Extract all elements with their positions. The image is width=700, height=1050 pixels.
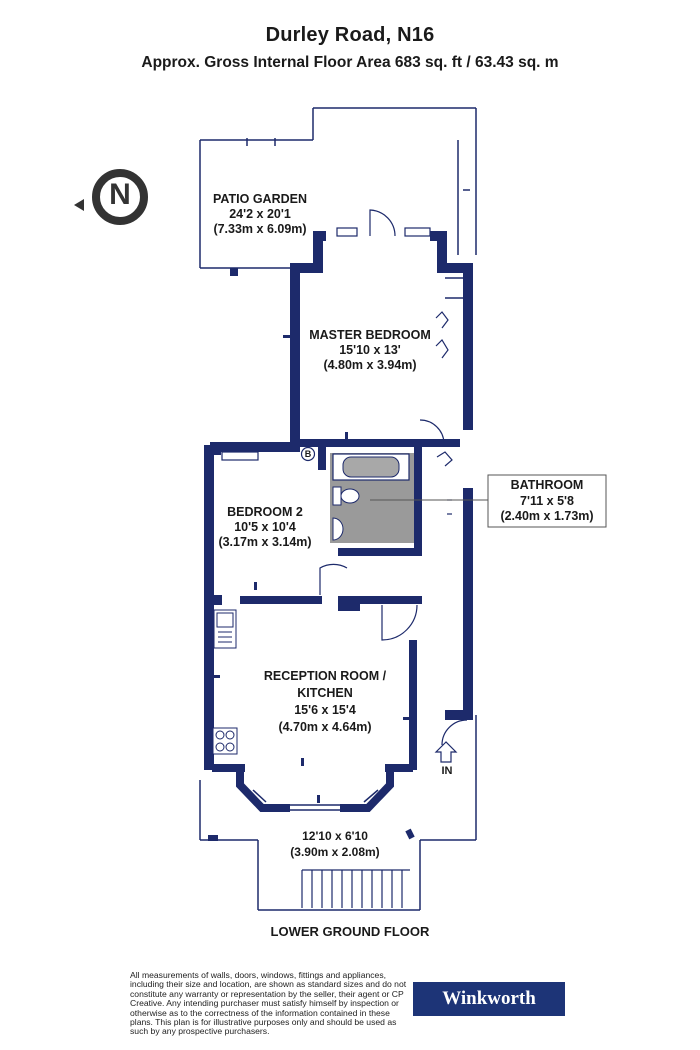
reception-name-2: KITCHEN bbox=[297, 686, 353, 700]
compass-north-label: N bbox=[109, 178, 131, 211]
compass-icon bbox=[74, 169, 148, 225]
bedroom2-name: BEDROOM 2 bbox=[227, 505, 303, 519]
entrance-arrow-icon bbox=[434, 741, 458, 763]
entrance-label: IN bbox=[441, 765, 453, 777]
reception-name-1: RECEPTION ROOM / bbox=[263, 669, 387, 683]
bathroom-name: BATHROOM bbox=[510, 478, 584, 492]
patio-imperial: 24'2 x 20'1 bbox=[229, 207, 291, 221]
patio-name: PATIO GARDEN bbox=[213, 192, 307, 206]
bath-icon bbox=[332, 453, 410, 481]
bedroom2-metric: (3.17m x 3.14m) bbox=[218, 535, 312, 549]
stairs bbox=[301, 869, 410, 908]
room-label-bathroom: BATHROOM 7'11 x 5'8 (2.40m x 1.73m) bbox=[488, 478, 606, 525]
doors bbox=[319, 209, 468, 746]
boiler-label: B bbox=[304, 449, 312, 459]
front-metric: (3.90m x 2.08m) bbox=[290, 845, 380, 859]
toilet-icon bbox=[332, 486, 360, 506]
sink-icon bbox=[213, 609, 237, 649]
master-name: MASTER BEDROOM bbox=[309, 328, 431, 342]
windows bbox=[221, 227, 431, 461]
room-label-patio: PATIO GARDEN 24'2 x 20'1 (7.33m x 6.09m) bbox=[190, 192, 330, 237]
room-label-bedroom2: BEDROOM 2 10'5 x 10'4 (3.17m x 3.14m) bbox=[205, 505, 325, 550]
bathroom-callout bbox=[370, 474, 607, 528]
reception-imperial: 15'6 x 15'4 bbox=[294, 703, 356, 717]
floor-area-subtitle: Approx. Gross Internal Floor Area 683 sq… bbox=[141, 54, 559, 71]
floor-label: LOWER GROUND FLOOR bbox=[270, 924, 430, 939]
front-area-boundary bbox=[199, 715, 477, 911]
boiler-icon bbox=[300, 446, 316, 462]
master-metric: (4.80m x 3.94m) bbox=[323, 358, 417, 372]
bedroom2-imperial: 10'5 x 10'4 bbox=[234, 520, 296, 534]
walls bbox=[204, 231, 473, 770]
bathroom-metric: (2.40m x 1.73m) bbox=[500, 509, 594, 523]
master-imperial: 15'10 x 13' bbox=[339, 343, 401, 357]
front-imperial: 12'10 x 6'10 bbox=[302, 829, 368, 843]
reception-metric: (4.70m x 4.64m) bbox=[278, 720, 372, 734]
basin-icon bbox=[332, 517, 344, 541]
hob-icon bbox=[212, 727, 238, 755]
bathroom-imperial: 7'11 x 5'8 bbox=[520, 493, 574, 508]
room-label-master: MASTER BEDROOM 15'10 x 13' (4.80m x 3.94… bbox=[295, 328, 445, 373]
bay-window bbox=[236, 770, 394, 812]
room-label-front: 12'10 x 6'10 (3.90m x 2.08m) bbox=[270, 828, 400, 860]
patio-metric: (7.33m x 6.09m) bbox=[213, 222, 307, 236]
plan-title: Durley Road, N16 bbox=[265, 24, 435, 46]
room-label-reception: RECEPTION ROOM / KITCHEN 15'6 x 15'4 (4.… bbox=[245, 668, 405, 736]
brand-logo: Winkworth bbox=[413, 982, 565, 1016]
disclaimer-text: All measurements of walls, doors, window… bbox=[130, 970, 407, 1037]
